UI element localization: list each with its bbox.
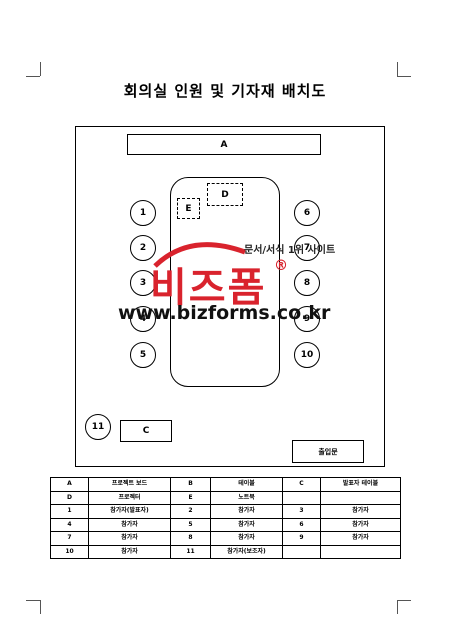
legend-desc — [320, 490, 401, 505]
watermark-url: www.bizforms.co.kr — [118, 302, 331, 324]
table-b — [170, 177, 280, 387]
project-board-a: A — [127, 134, 321, 155]
legend-key: 9 — [282, 531, 321, 546]
legend-desc: 노트북 — [210, 490, 283, 505]
legend-key: 6 — [282, 517, 321, 532]
legend-key: 11 — [170, 544, 211, 559]
legend-key: 1 — [50, 504, 89, 519]
legend-desc: 참가자 — [88, 544, 171, 559]
legend-key: D — [50, 490, 89, 505]
page-title: 회의실 인원 및 기자재 배치도 — [123, 82, 327, 100]
legend-desc: 참가자 — [88, 531, 171, 546]
crop-mark-top-left-h — [26, 76, 40, 77]
seat-3: 3 — [130, 270, 156, 296]
projector-d: D — [207, 183, 243, 206]
legend-key: C — [282, 477, 321, 492]
legend-row: 4 참가자 5 참가자 6 참가자 — [50, 517, 401, 532]
room-outline — [75, 126, 385, 467]
legend-key — [282, 490, 321, 505]
legend-desc: 발표자 테이블 — [320, 477, 401, 492]
seat-4: 4 — [130, 306, 156, 332]
crop-mark-bottom-left-v — [40, 600, 41, 614]
seat-11: 11 — [85, 414, 111, 440]
crop-mark-top-right-v — [397, 62, 398, 76]
legend-desc: 테이블 — [210, 477, 283, 492]
laptop-e: E — [177, 198, 200, 219]
legend-desc: 참가자(보조자) — [210, 544, 283, 559]
seat-7: 7 — [294, 235, 320, 261]
watermark-tagline: 문서/서식 1위 사이트 — [244, 245, 336, 256]
legend-desc: 참가자 — [320, 504, 401, 519]
legend-desc: 참가자 — [320, 531, 401, 546]
legend-key — [282, 544, 321, 559]
legend-key: 8 — [170, 531, 211, 546]
crop-mark-bottom-right-h — [397, 600, 411, 601]
seat-8: 8 — [294, 270, 320, 296]
legend-desc: 참가자(발표자) — [88, 504, 171, 519]
seat-10: 10 — [294, 342, 320, 368]
legend-desc: 참가자 — [210, 517, 283, 532]
legend-desc: 참가자 — [88, 517, 171, 532]
legend-row: 7 참가자 8 참가자 9 참가자 — [50, 531, 401, 546]
legend-row: 1 참가자(발표자) 2 참가자 3 참가자 — [50, 504, 401, 519]
legend-key: 2 — [170, 504, 211, 519]
legend-row: 10 참가자 11 참가자(보조자) — [50, 544, 401, 559]
legend-key: 5 — [170, 517, 211, 532]
legend-key: 4 — [50, 517, 89, 532]
crop-mark-bottom-left-h — [26, 600, 40, 601]
seat-1: 1 — [130, 200, 156, 226]
legend-row: D 프로젝터 E 노트북 — [50, 490, 401, 505]
legend-desc: 프로젝터 — [88, 490, 171, 505]
seat-2: 2 — [130, 235, 156, 261]
legend-key: 10 — [50, 544, 89, 559]
seat-5: 5 — [130, 342, 156, 368]
legend-table: A 프로젝트 보드 B 테이블 C 발표자 테이블 D 프로젝터 E 노트북 1… — [50, 477, 401, 559]
legend-row: A 프로젝트 보드 B 테이블 C 발표자 테이블 — [50, 477, 401, 492]
legend-desc: 프로젝트 보드 — [88, 477, 171, 492]
presenter-table-c: C — [120, 420, 172, 442]
watermark-registered-mark: ® — [274, 258, 288, 274]
legend-key: A — [50, 477, 89, 492]
legend-key: E — [170, 490, 211, 505]
legend-key: 3 — [282, 504, 321, 519]
legend-desc: 참가자 — [210, 531, 283, 546]
door: 출입문 — [292, 440, 364, 463]
crop-mark-top-left-v — [40, 62, 41, 76]
legend-desc: 참가자 — [320, 517, 401, 532]
watermark-brand: 비즈폼 — [150, 265, 267, 311]
legend-desc: 참가자 — [210, 504, 283, 519]
watermark-swoosh-icon — [153, 242, 246, 268]
seat-9: 9 — [294, 306, 320, 332]
legend-key: 7 — [50, 531, 89, 546]
legend-desc — [320, 544, 401, 559]
crop-mark-bottom-right-v — [397, 600, 398, 614]
seat-6: 6 — [294, 200, 320, 226]
crop-mark-top-right-h — [397, 76, 411, 77]
legend-key: B — [170, 477, 211, 492]
